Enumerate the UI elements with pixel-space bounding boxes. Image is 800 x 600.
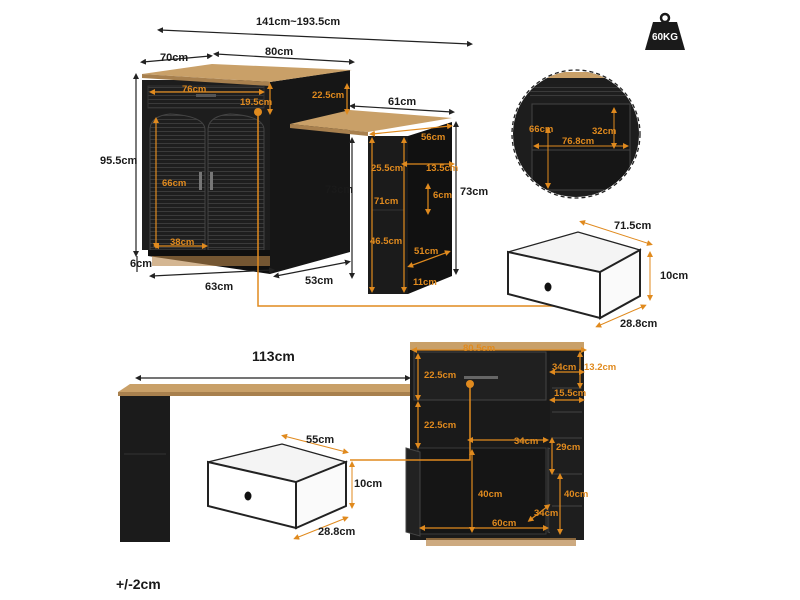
shelf-depth-small-label: 13.5cm xyxy=(426,163,459,174)
drawer-top-height-label: 10cm xyxy=(660,270,689,282)
bottom-dimension-lines xyxy=(135,347,587,535)
weight-badge: 60KG xyxy=(643,12,687,50)
total-height-label: 95.5cm xyxy=(100,155,138,167)
inset-inner-width-label: 76.8cm xyxy=(562,136,595,147)
bottom-inner-width-label: 60cm xyxy=(492,518,517,529)
overall-width-label: 141cm~193.5cm xyxy=(256,16,341,28)
table-depth-label: 56cm xyxy=(421,132,446,143)
drawer-top-depth-label: 28.8cm xyxy=(620,318,658,330)
base-width-label: 63cm xyxy=(205,281,234,293)
shelf-gap-bottom-label: 46.5cm xyxy=(370,236,403,247)
inset-shelf-depth-label: 66cm xyxy=(529,124,554,135)
leg-width-label: 11cm xyxy=(413,277,437,288)
tolerance-note: +/-2cm xyxy=(116,576,161,592)
drawer-bottom-depth-label: 28.8cm xyxy=(318,526,356,538)
base-height-label: 6cm xyxy=(130,258,153,270)
weight-text: 60KG xyxy=(651,32,679,43)
bottom-top-width-label: 80.5cm xyxy=(463,343,496,354)
side-slot-height-label: 13.2cm xyxy=(584,362,617,373)
inner-shelf-width-label: 34cm xyxy=(514,436,539,447)
drawer-bottom-height-label: 10cm xyxy=(354,478,383,490)
bottom-door-height-label: 40cm xyxy=(478,489,503,500)
side-slot-width-label: 34cm xyxy=(552,362,577,373)
bottom-inner-gap-label: 22.5cm xyxy=(424,420,457,431)
top-drawer-drawing xyxy=(507,220,653,328)
side-gap-mid-label: 29cm xyxy=(556,442,581,453)
door-width-label: 38cm xyxy=(170,237,195,248)
drawer-front-height-label: 19.5cm xyxy=(240,97,273,108)
weight-icon xyxy=(645,12,685,50)
top-overhang-label: 22.5cm xyxy=(312,90,345,101)
bottom-drawer-drawing xyxy=(207,433,355,540)
table-height-inner-label: 73cm xyxy=(325,184,354,196)
top-dimension-lines xyxy=(133,27,600,307)
side-shelf-gap-label: 15.5cm xyxy=(554,388,587,399)
bottom-shelf-depth-label: 34cm xyxy=(534,508,559,519)
bottom-side-height-label: 40cm xyxy=(564,489,589,500)
inset-shelf-height-label: 32cm xyxy=(592,126,617,137)
drawer-width-label: 76cm xyxy=(182,84,207,95)
inset-detail xyxy=(511,69,641,199)
table-length-label: 61cm xyxy=(388,96,417,108)
bottom-drawer-height-label: 22.5cm xyxy=(424,370,457,381)
table-height-outer-label: 73cm xyxy=(460,186,489,198)
leg-inner-height-label: 71cm xyxy=(374,196,399,207)
shelf-gap-top-label: 25.5cm xyxy=(371,163,404,174)
shelf-gap-small-label: 6cm xyxy=(433,190,453,201)
extended-length-label: 113cm xyxy=(252,348,295,364)
cabinet-depth-label: 70cm xyxy=(160,52,189,64)
drawer-top-width-label: 71.5cm xyxy=(614,220,652,232)
cabinet-width-label: 80cm xyxy=(265,46,294,58)
door-height-label: 66cm xyxy=(162,178,187,189)
base-depth-label: 53cm xyxy=(305,275,334,287)
leg-depth-label: 51cm xyxy=(414,246,439,257)
drawer-bottom-width-label: 55cm xyxy=(306,434,335,446)
